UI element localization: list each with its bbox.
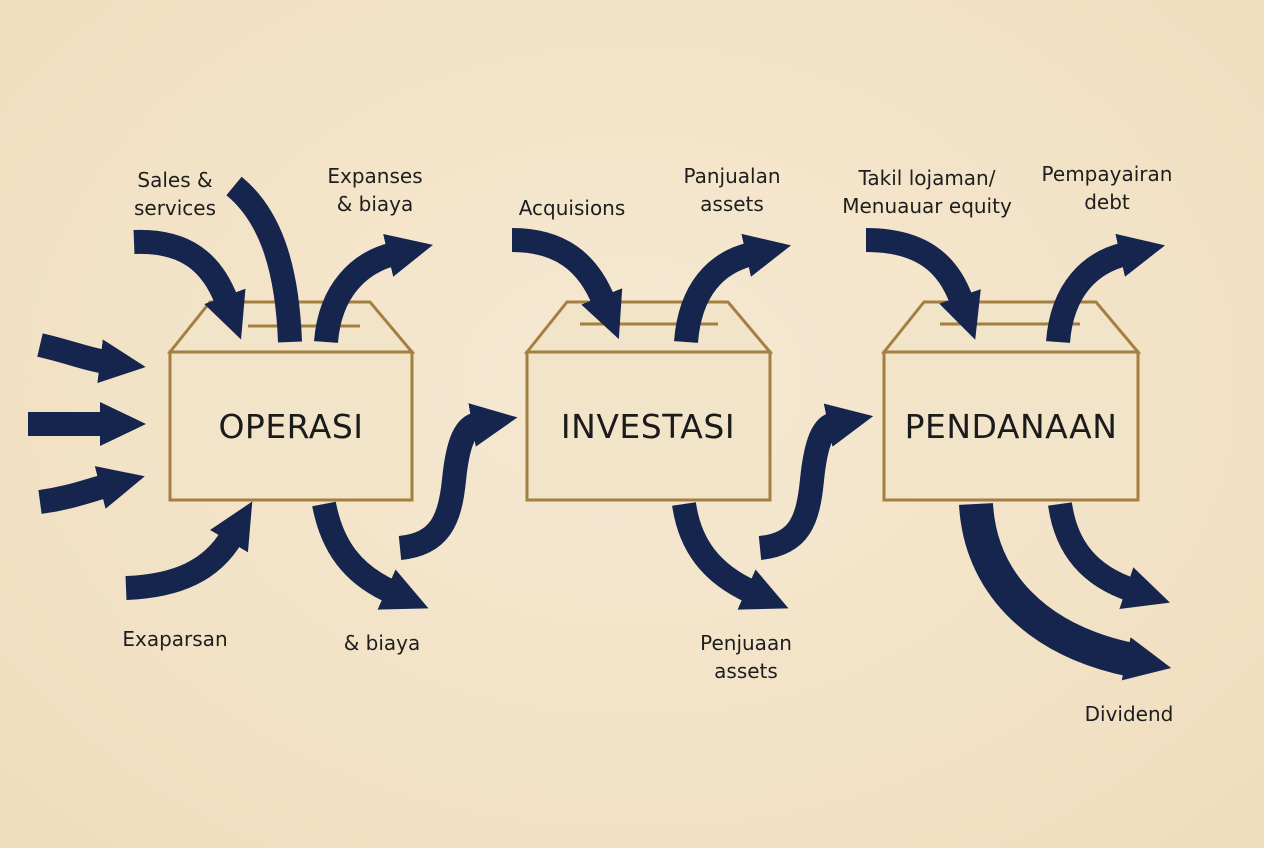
arrow-operasi-to-investasi: [398, 403, 518, 560]
investasi-box: INVESTASI: [523, 300, 774, 502]
arrow-biaya-bottom: [312, 501, 429, 610]
arrow-exaparsan: [125, 501, 253, 600]
arrow-left-input-bottom: [38, 466, 145, 514]
label-exaparsan: Exaparsan: [112, 625, 238, 653]
label-biaya: & biaya: [332, 629, 432, 657]
arrow-acquisions: [511, 228, 623, 340]
label-takil-line1: Takil lojaman/: [858, 166, 996, 190]
label-pempayairan-line1: Pempayairan: [1041, 162, 1173, 186]
arrow-takil-lojaman: [865, 228, 981, 340]
label-expanses-line2: & biaya: [336, 192, 414, 216]
arrows: [28, 176, 1172, 681]
label-takil-lojaman: Takil lojaman/ Menuauar equity: [832, 164, 1022, 220]
arrow-panjualan-assets: [674, 233, 792, 344]
investasi-box-lid: [523, 300, 774, 354]
label-exaparsan-text: Exaparsan: [122, 627, 228, 651]
label-biaya-text: & biaya: [343, 631, 421, 655]
label-penjuaan-line1: Penjuaan: [700, 631, 792, 655]
arrow-top-into-operasi: [226, 176, 302, 343]
label-dividend-text: Dividend: [1084, 702, 1174, 726]
pendanaan-box-body: [882, 350, 1140, 502]
label-sales-services: Sales & services: [120, 166, 230, 222]
label-acquisions-text: Acquisions: [518, 196, 626, 220]
operasi-box: OPERASI: [166, 300, 416, 502]
label-sales-line1: Sales &: [137, 168, 213, 192]
arrow-pendanaan-out-right: [1048, 502, 1170, 609]
label-penjuaan-assets: Penjuaan assets: [688, 629, 804, 685]
label-sales-line2: services: [133, 196, 217, 220]
pendanaan-box-lid: [880, 300, 1142, 354]
label-expanses-line1: Expanses: [327, 164, 423, 188]
arrow-penjuaan-assets: [672, 501, 789, 610]
arrow-dividend: [959, 502, 1172, 681]
label-acquisions: Acquisions: [506, 194, 638, 222]
arrow-left-input-top: [37, 333, 146, 384]
label-expanses-biaya: Expanses & biaya: [318, 162, 432, 218]
investasi-box-body: [525, 350, 772, 502]
investasi-title: INVESTASI: [561, 407, 735, 446]
label-panjualan-line1: Panjualan: [683, 164, 781, 188]
label-panjualan-line2: assets: [700, 192, 764, 216]
label-takil-line2: Menuauar equity: [842, 194, 1012, 218]
label-penjuaan-line2: assets: [714, 659, 778, 683]
arrow-expanses-biaya: [314, 233, 433, 344]
label-dividend: Dividend: [1074, 700, 1184, 728]
arrow-sales-services: [133, 229, 246, 340]
arrow-investasi-to-pendanaan: [758, 403, 874, 560]
label-pempayairan-debt: Pempayairan debt: [1036, 160, 1178, 216]
label-pempayairan-line2: debt: [1084, 190, 1130, 214]
pendanaan-title: PENDANAAN: [905, 407, 1118, 446]
operasi-box-body: [168, 350, 414, 502]
pendanaan-box: PENDANAAN: [880, 300, 1142, 502]
operasi-title: OPERASI: [218, 407, 363, 446]
arrow-pempayairan-debt: [1046, 233, 1166, 344]
label-panjualan-assets: Panjualan assets: [672, 162, 792, 218]
